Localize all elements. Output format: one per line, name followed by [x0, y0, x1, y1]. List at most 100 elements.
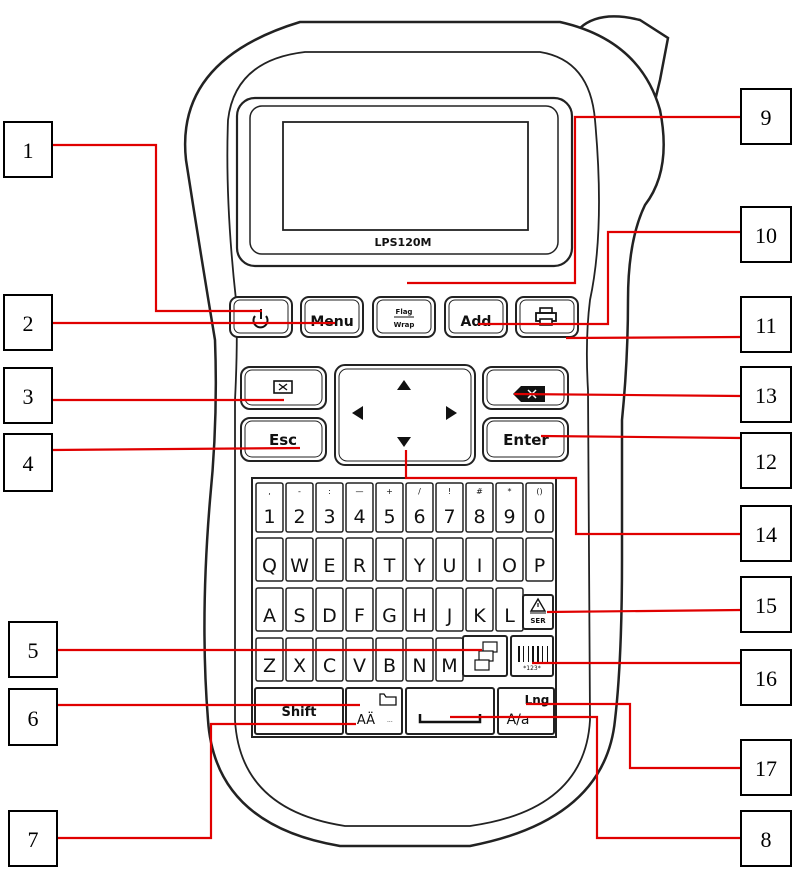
key-o[interactable]: O	[495, 537, 524, 582]
callout-11: 11	[740, 296, 792, 353]
key-u[interactable]: U	[435, 537, 464, 582]
arrow-right-icon[interactable]	[446, 406, 457, 420]
key-0[interactable]: ()0	[525, 482, 554, 533]
key-l[interactable]: L	[495, 587, 524, 632]
key-q-label: Q	[262, 555, 277, 577]
key-p[interactable]: P	[525, 537, 554, 582]
key-f[interactable]: F	[345, 587, 374, 632]
key-x[interactable]: X	[285, 637, 314, 682]
key-s[interactable]: S	[285, 587, 314, 632]
svg-text:SER: SER	[530, 617, 546, 625]
ser-key[interactable]: SER	[522, 594, 554, 630]
key-c-label: C	[323, 655, 336, 677]
key-b-label: B	[383, 655, 396, 677]
svg-text:2: 2	[23, 311, 34, 336]
key-2-label: 2	[293, 506, 305, 528]
key-q[interactable]: Q	[255, 537, 284, 582]
key-2[interactable]: -2	[285, 482, 314, 533]
key-f-label: F	[354, 605, 365, 627]
callout-6: 6	[8, 688, 58, 746]
key-8-symbol: #	[476, 487, 483, 496]
callout-1: 1	[3, 121, 53, 178]
svg-text:Enter: Enter	[503, 431, 549, 449]
language-case-key[interactable]: Lng A/a	[497, 687, 555, 735]
layout-key[interactable]	[462, 635, 508, 677]
svg-text:3: 3	[23, 384, 34, 409]
key-9[interactable]: *9	[495, 482, 524, 533]
key-r[interactable]: R	[345, 537, 374, 582]
key-b[interactable]: B	[375, 637, 404, 682]
key-a[interactable]: A	[255, 587, 284, 632]
flag-wrap-button[interactable]: Flag Wrap	[372, 296, 436, 338]
esc-button[interactable]: Esc	[240, 417, 327, 462]
key-4[interactable]: —4	[345, 482, 374, 533]
key-c[interactable]: C	[315, 637, 344, 682]
key-d-label: D	[322, 605, 337, 627]
svg-text:7: 7	[28, 827, 39, 852]
key-i[interactable]: I	[465, 537, 494, 582]
callout-2: 2	[3, 294, 53, 351]
key-z[interactable]: Z	[255, 637, 284, 682]
key-5[interactable]: +5	[375, 482, 404, 533]
font-size-key[interactable]: AÄ ...	[345, 687, 403, 735]
barcode-key[interactable]: *123*	[510, 635, 554, 677]
svg-text:4: 4	[23, 451, 34, 476]
key-e[interactable]: E	[315, 537, 344, 582]
lcd-screen	[282, 121, 529, 231]
key-p-label: P	[534, 555, 545, 577]
key-7[interactable]: !7	[435, 482, 464, 533]
arrow-up-icon[interactable]	[397, 380, 411, 390]
svg-text:13: 13	[755, 383, 777, 408]
clear-button[interactable]	[240, 366, 327, 410]
top-function-row: Menu Flag Wrap Add	[229, 296, 579, 338]
key-r-label: R	[353, 555, 366, 577]
svg-text:9: 9	[761, 105, 772, 130]
key-n-label: N	[412, 655, 426, 677]
leader-8	[450, 715, 741, 840]
svg-text:11: 11	[755, 313, 776, 338]
key-v[interactable]: V	[345, 637, 374, 682]
svg-text:16: 16	[755, 666, 777, 691]
svg-text:17: 17	[755, 756, 777, 781]
key-y[interactable]: Y	[405, 537, 434, 582]
svg-text:*123*: *123*	[523, 665, 540, 672]
key-1[interactable]: ,1	[255, 482, 284, 533]
key-9-symbol: *	[508, 487, 512, 496]
power-button[interactable]	[229, 296, 293, 338]
key-3[interactable]: :3	[315, 482, 344, 533]
add-button[interactable]: Add	[444, 296, 508, 338]
key-5-label: 5	[383, 506, 395, 528]
key-g[interactable]: G	[375, 587, 404, 632]
key-t[interactable]: T	[375, 537, 404, 582]
key-y-label: Y	[413, 555, 426, 577]
key-m[interactable]: M	[435, 637, 464, 682]
key-8[interactable]: #8	[465, 482, 494, 533]
arrow-left-icon[interactable]	[352, 406, 363, 420]
enter-button[interactable]: Enter	[482, 417, 569, 462]
key-8-label: 8	[473, 506, 485, 528]
key-j-label: J	[446, 605, 453, 627]
key-z-label: Z	[263, 655, 276, 677]
leader-13	[513, 392, 742, 398]
key-j[interactable]: J	[435, 587, 464, 632]
print-button[interactable]	[515, 296, 579, 338]
callout-8: 8	[740, 810, 792, 867]
delete-button[interactable]	[482, 366, 569, 410]
key-k[interactable]: K	[465, 587, 494, 632]
warning-icon	[529, 597, 547, 614]
key-d[interactable]: D	[315, 587, 344, 632]
navigation-pad[interactable]	[334, 364, 476, 466]
key-w[interactable]: W	[285, 537, 314, 582]
key-h[interactable]: H	[405, 587, 434, 632]
key-n[interactable]: N	[405, 637, 434, 682]
key-6-symbol: /	[418, 487, 421, 496]
menu-button[interactable]: Menu	[300, 296, 364, 338]
key-4-symbol: —	[356, 487, 364, 496]
inner-bezel	[226, 51, 600, 827]
key-6[interactable]: /6	[405, 482, 434, 533]
space-key[interactable]	[405, 687, 495, 735]
key-6-label: 6	[413, 506, 425, 528]
arrow-down-icon[interactable]	[397, 437, 411, 447]
key-5-symbol: +	[386, 487, 393, 496]
shift-key[interactable]: Shift	[254, 687, 344, 735]
